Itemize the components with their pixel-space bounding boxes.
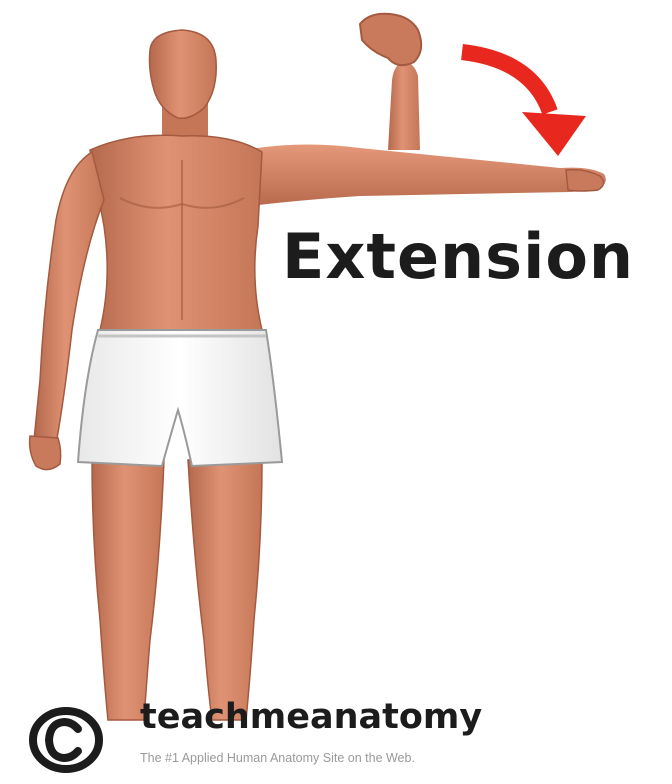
head bbox=[150, 30, 217, 138]
shorts bbox=[78, 330, 282, 466]
flexed-arm bbox=[360, 14, 421, 150]
extension-arrow bbox=[462, 52, 586, 156]
raised-arm bbox=[245, 144, 606, 206]
movement-label: Extension bbox=[282, 226, 634, 288]
brand-tagline: The #1 Applied Human Anatomy Site on the… bbox=[140, 752, 415, 765]
copyright-icon bbox=[28, 707, 104, 773]
torso bbox=[90, 135, 262, 330]
legs bbox=[92, 460, 262, 720]
brand-name: teachmeanatomy bbox=[140, 700, 482, 735]
